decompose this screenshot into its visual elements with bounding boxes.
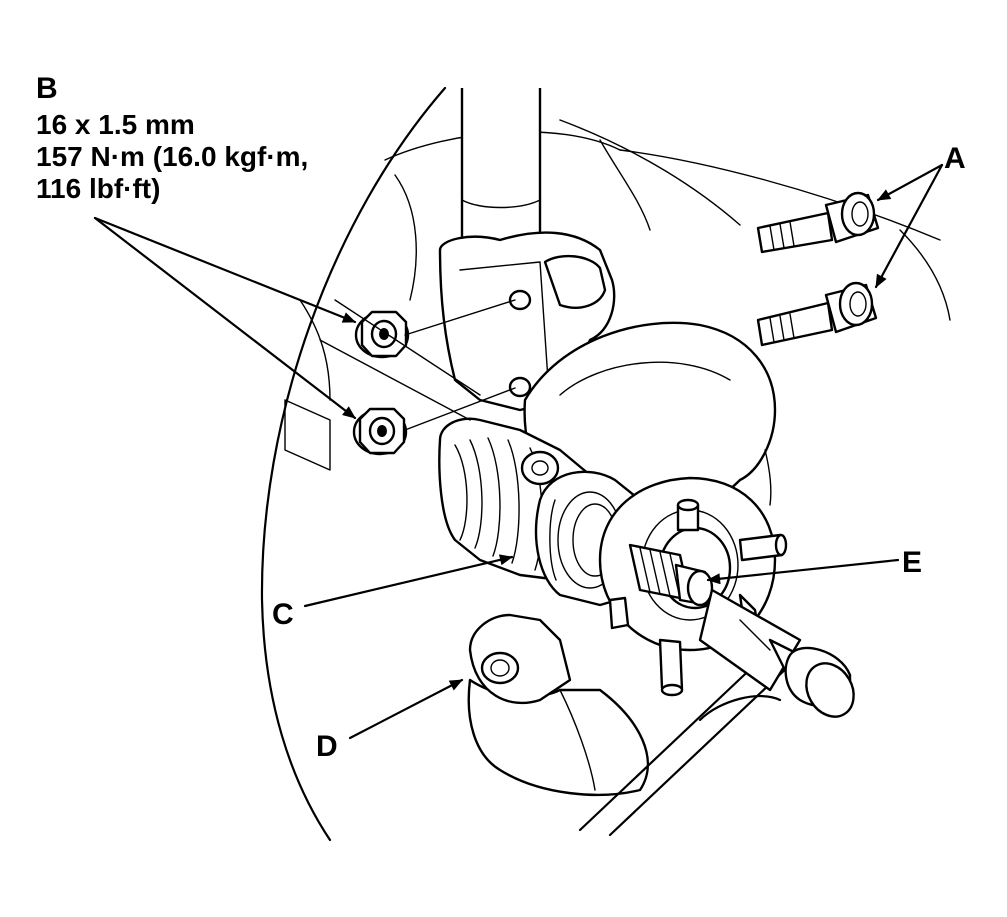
callout-arrows — [93, 163, 944, 740]
alignment-lines — [319, 299, 516, 431]
label-c: C — [272, 598, 294, 631]
wheel-well-outline — [260, 86, 951, 842]
label-b-thread-size: 16 x 1.5 mm — [36, 109, 195, 140]
label-e: E — [902, 546, 922, 579]
flange-nut-lower — [352, 407, 408, 456]
flange-bolt-upper — [756, 191, 880, 254]
flange-bolt-lower — [756, 281, 878, 347]
strut-tube — [460, 88, 542, 252]
driveshaft-tool — [698, 588, 855, 718]
callout-labels: B 16 x 1.5 mm 157 N·m (16.0 kgf·m, 116 l… — [36, 72, 966, 763]
driveshaft-spline — [628, 543, 714, 607]
wheel-studs — [608, 498, 788, 697]
label-a: A — [944, 142, 966, 175]
label-d: D — [316, 730, 338, 763]
label-b: B — [36, 72, 58, 105]
label-b-torque-nm: 157 N·m (16.0 kgf·m, — [36, 141, 308, 172]
knuckle-lower — [467, 613, 650, 797]
label-b-torque-lbf: 116 lbf·ft) — [36, 173, 160, 204]
lower-arm — [578, 658, 792, 837]
